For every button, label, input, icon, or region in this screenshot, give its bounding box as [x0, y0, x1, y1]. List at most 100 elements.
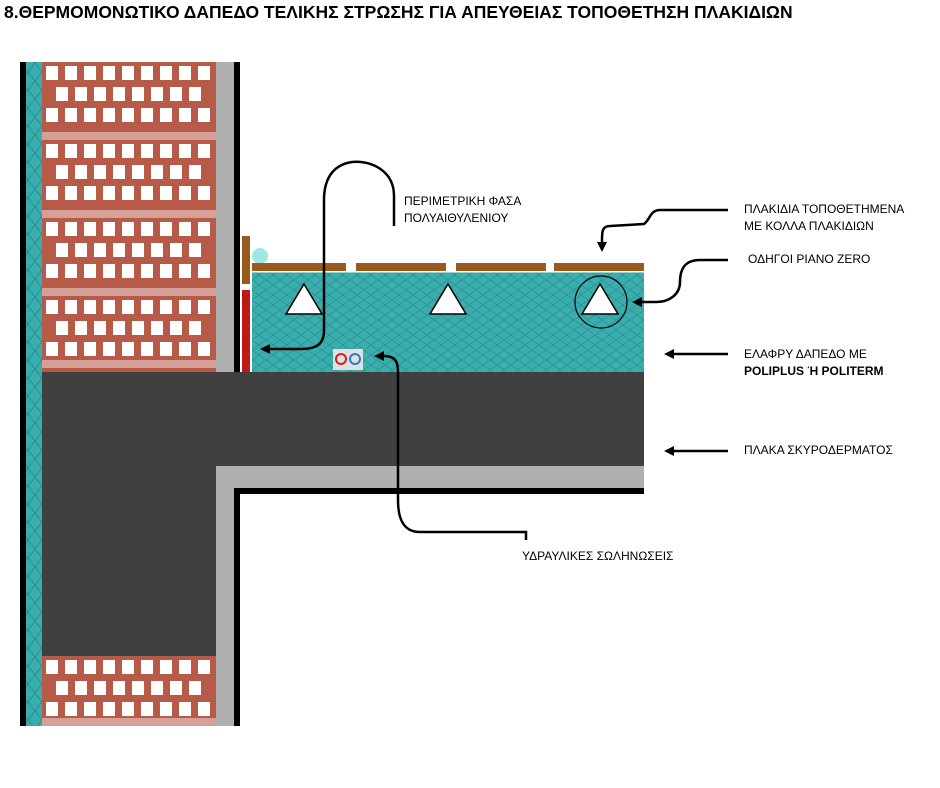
brick-hole [160, 186, 172, 200]
brick-hole [75, 321, 87, 335]
brick-hole [189, 321, 201, 335]
brick-hole [179, 300, 191, 314]
brick-hole [122, 342, 134, 356]
brick-hole [198, 660, 210, 674]
brick-hole [151, 681, 163, 695]
triangle-icon [284, 282, 324, 315]
brick-hole [141, 702, 153, 716]
brick-hole [46, 660, 58, 674]
label-line: ΜΕ ΚΟΛΛΑ ΠΛΑΚΙΔΙΩΝ [744, 219, 874, 233]
brick-hole [160, 144, 172, 158]
brick-hole [198, 66, 210, 80]
mortar-band [42, 288, 216, 296]
brick-hole [84, 144, 96, 158]
inner-wall-line-lower [234, 488, 240, 726]
brick-hole [170, 165, 182, 179]
brick-hole [122, 660, 134, 674]
brick-hole [189, 243, 201, 257]
brick-hole [103, 702, 115, 716]
brick-hole [113, 243, 125, 257]
brick-hole [160, 702, 172, 716]
brick-hole [122, 66, 134, 80]
label-plumbing: ΥΔΡΑΥΛΙΚΕΣ ΣΩΛΗΝΩΣΕΙΣ [522, 549, 674, 563]
brick-hole [151, 165, 163, 179]
brick-hole [179, 66, 191, 80]
brick-hole [170, 243, 182, 257]
brick-hole [160, 108, 172, 122]
brick-hole [122, 702, 134, 716]
tile [456, 263, 546, 271]
brick-hole [122, 300, 134, 314]
brick-hole [141, 222, 153, 236]
mortar-band [42, 360, 216, 368]
brick-hole [160, 264, 172, 278]
brick-hole [132, 165, 144, 179]
triangle-icon [428, 282, 468, 315]
brick-hole [122, 108, 134, 122]
brick-hole [46, 300, 58, 314]
brick-hole [179, 660, 191, 674]
ceiling-plaster [216, 466, 644, 488]
brick-hole [160, 660, 172, 674]
brick-hole [122, 222, 134, 236]
brick-hole [189, 87, 201, 101]
brick-hole [198, 144, 210, 158]
brick-hole [84, 66, 96, 80]
brick-hole [141, 186, 153, 200]
brick-hole [198, 300, 210, 314]
label-tiles: ΠΛΑΚΙΔΙΑ ΤΟΠΟΘΕΤΗΜΕΝΑ ΜΕ ΚΟΛΛΑ ΠΛΑΚΙΔΙΩΝ [744, 201, 904, 235]
plaster-lower [216, 466, 234, 726]
brick-hole [122, 186, 134, 200]
mortar-band [42, 132, 216, 140]
page-title: 8.ΘΕΡΜΟΜΟΝΩΤΙΚΟ ΔΑΠΕΔΟ ΤΕΛΙΚΗΣ ΣΤΡΩΣΗΣ Γ… [4, 2, 793, 22]
brick-hole [198, 264, 210, 278]
brick-hole [94, 87, 106, 101]
perimeter-strip-top [242, 236, 250, 284]
brick-hole [84, 660, 96, 674]
tile [252, 263, 346, 271]
brick-hole [141, 342, 153, 356]
tile [554, 263, 644, 271]
outer-wall-line [20, 62, 26, 726]
brick-hole [179, 702, 191, 716]
brick-hole [160, 342, 172, 356]
brick-hole [84, 300, 96, 314]
brick-hole [65, 702, 77, 716]
brick-hole [103, 660, 115, 674]
mortar-band [42, 718, 216, 726]
brick-hole [141, 144, 153, 158]
brick-hole [132, 87, 144, 101]
brick-hole [103, 186, 115, 200]
label-line-bold: POLIPLUS Ή POLITERM [744, 363, 884, 380]
ceiling-line [234, 488, 644, 494]
brick-hole [113, 165, 125, 179]
brick-hole [198, 342, 210, 356]
brick-hole [103, 342, 115, 356]
brick-hole [141, 66, 153, 80]
brick-hole [113, 321, 125, 335]
brick-hole [75, 165, 87, 179]
label-bold-text: POLIPLUS Ή POLITERM [744, 364, 884, 378]
brick-hole [46, 108, 58, 122]
brick-hole [103, 66, 115, 80]
brick-hole [132, 321, 144, 335]
brick-hole [179, 186, 191, 200]
brick-hole [113, 87, 125, 101]
brick-hole [179, 342, 191, 356]
tiles-leader [597, 208, 728, 252]
brick-hole [170, 87, 182, 101]
brick-hole [141, 300, 153, 314]
brick-hole [56, 243, 68, 257]
brick-hole [84, 186, 96, 200]
brick-hole [46, 342, 58, 356]
brick-wall-upper [42, 62, 216, 372]
perimeter-strip [242, 290, 250, 372]
guide-markers [284, 275, 628, 329]
brick-hole [179, 222, 191, 236]
brick-hole [94, 165, 106, 179]
brick-hole [65, 342, 77, 356]
label-line: ΕΛΑΦΡΥ ΔΑΠΕΔΟ ΜΕ [744, 347, 867, 361]
brick-hole [46, 702, 58, 716]
brick-hole [151, 87, 163, 101]
brick-hole [65, 186, 77, 200]
